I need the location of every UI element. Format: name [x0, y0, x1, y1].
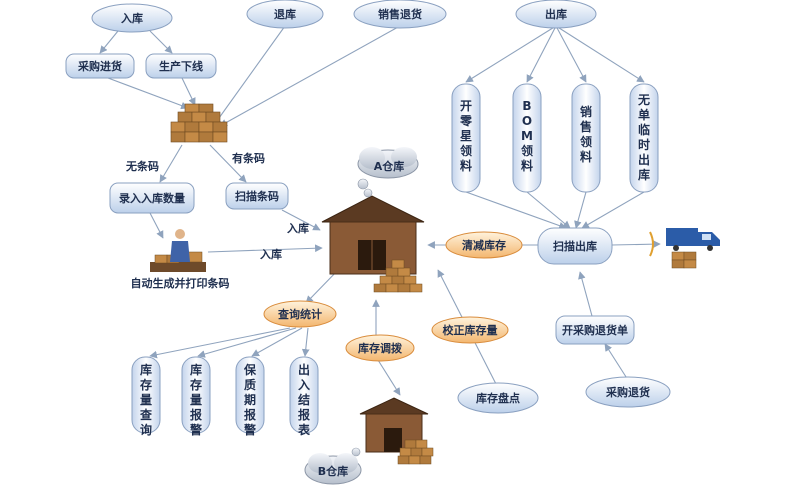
warehouse-b-icon: [359, 397, 434, 465]
edges: [99, 25, 661, 396]
node-scan-outbound-label: 扫描出库: [553, 239, 597, 253]
node-reduce-stock-label: 清减库存: [462, 238, 506, 252]
node-shelf-life-alarm-label: 保质期报警: [243, 362, 257, 437]
label-auto-print: 自动生成并打印条码: [131, 276, 230, 290]
node-inventory-query: 库存量查询: [131, 356, 161, 437]
node-returns: 退库: [246, 0, 324, 29]
node-production-off-label: 生产下线: [159, 59, 203, 73]
edge-scan-warehouse: [281, 209, 321, 231]
edge-query-report: [301, 327, 310, 357]
node-purchase-return-label: 采购退货: [605, 385, 650, 399]
node-enter-qty-label: 录入入库数量: [119, 191, 185, 205]
edge-bom-scan: [526, 191, 571, 229]
edge-purchase-stack: [107, 77, 189, 110]
node-inbound: 入库: [91, 3, 173, 33]
node-transfer-label: 库存调拨: [358, 341, 403, 355]
edge-salesreturn-stack: [219, 25, 401, 127]
node-purchase-in: 采购进货: [65, 53, 135, 79]
node-purchase-return-doc: 开采购退货单: [555, 315, 635, 345]
node-inventory-alarm: 库存量报警: [181, 356, 211, 437]
node-retail-pick: 开零星领料: [451, 83, 481, 193]
edge-out-retail: [465, 25, 557, 83]
node-inbound-label: 入库: [121, 11, 143, 25]
node-shelf-life-alarm: 保质期报警: [235, 356, 265, 437]
edge-out-nodoc: [555, 25, 645, 83]
label-inbound-edge-2: 入库: [260, 247, 282, 261]
edge-query-shelflife: [251, 327, 303, 357]
node-enter-qty: 录入入库数量: [109, 182, 195, 214]
edge-nodoc-scan: [581, 191, 645, 229]
node-sales-pick-label: 销售领料: [580, 104, 592, 164]
node-returns-label: 退库: [274, 7, 296, 21]
edge-inbound-purchase: [99, 30, 119, 54]
label-inbound-edge-1: 入库: [287, 221, 309, 235]
node-query-stats-label: 查询统计: [278, 307, 322, 321]
edge-query-stockquery: [149, 327, 291, 359]
edge-query-stockalarm: [197, 327, 297, 358]
warehouse-b-label: B仓库: [318, 464, 348, 478]
node-io-report: 出入结报表: [289, 356, 319, 437]
node-scan-barcode-label: 扫描条码: [235, 189, 279, 203]
node-sales-return-label: 销售退货: [378, 7, 422, 21]
node-stocktake-label: 库存盘点: [476, 391, 520, 405]
edge-out-sales: [555, 25, 587, 83]
node-outbound-label: 出库: [545, 7, 567, 21]
node-sales-return: 销售退货: [353, 0, 447, 29]
edge-enterqty-worker: [149, 212, 164, 239]
node-sales-pick: 销售领料: [571, 83, 601, 193]
node-production-off: 生产下线: [145, 53, 217, 79]
node-purchase-return: 采购退货: [585, 376, 671, 408]
edge-sales-scan: [574, 191, 587, 229]
node-inventory-alarm-label: 库存量报警: [189, 362, 202, 437]
edge-returns-stack: [213, 25, 286, 126]
node-reduce-stock: 清减库存: [445, 231, 523, 259]
node-query-stats: 查询统计: [263, 300, 337, 328]
edge-purchasereturn-doc: [604, 343, 629, 381]
warehouse-a-label: A仓库: [374, 159, 405, 173]
cloud-b: B仓库: [304, 447, 362, 485]
edge-worker-warehouse: [207, 244, 323, 253]
node-correct-stock-label: 校正库存量: [443, 323, 498, 337]
warehouse-a-icon: [321, 195, 425, 293]
worker-desk-icon: [150, 229, 206, 272]
node-purchase-return-doc-label: 开采购退货单: [562, 323, 628, 337]
node-correct-stock: 校正库存量: [431, 316, 509, 344]
node-inventory-query-label: 库存量查询: [139, 362, 153, 437]
delivery-truck-icon: [649, 228, 720, 269]
edge-out-bom: [526, 25, 557, 83]
node-scan-barcode: 扫描条码: [225, 182, 289, 210]
label-no-barcode: 无条码: [125, 159, 159, 173]
edge-transfer-down: [377, 359, 401, 396]
node-retail-pick-label: 开零星领料: [459, 99, 473, 173]
node-outbound: 出库: [515, 0, 597, 29]
edge-inbound-production: [149, 30, 173, 54]
edge-production-stack: [181, 77, 196, 106]
edge-stack-enterqty: [159, 144, 183, 183]
label-has-barcode: 有条码: [232, 151, 265, 165]
edge-stack-scan: [209, 144, 247, 183]
node-purchase-in-label: 采购进货: [77, 59, 122, 73]
node-transfer: 库存调拨: [345, 334, 415, 362]
node-scan-outbound: 扫描出库: [537, 227, 613, 265]
cloud-a: A仓库: [357, 147, 419, 198]
node-no-doc-out: 无单临时出库: [629, 83, 659, 193]
node-io-report-label: 出入结报表: [297, 362, 311, 437]
edge-retail-scan: [465, 191, 567, 230]
node-no-doc-out-label: 无单临时出库: [637, 93, 650, 182]
edge-returndoc-scan: [578, 271, 593, 317]
node-stocktake: 库存盘点: [457, 382, 539, 414]
inbound-box-stack-icon: [170, 103, 228, 143]
